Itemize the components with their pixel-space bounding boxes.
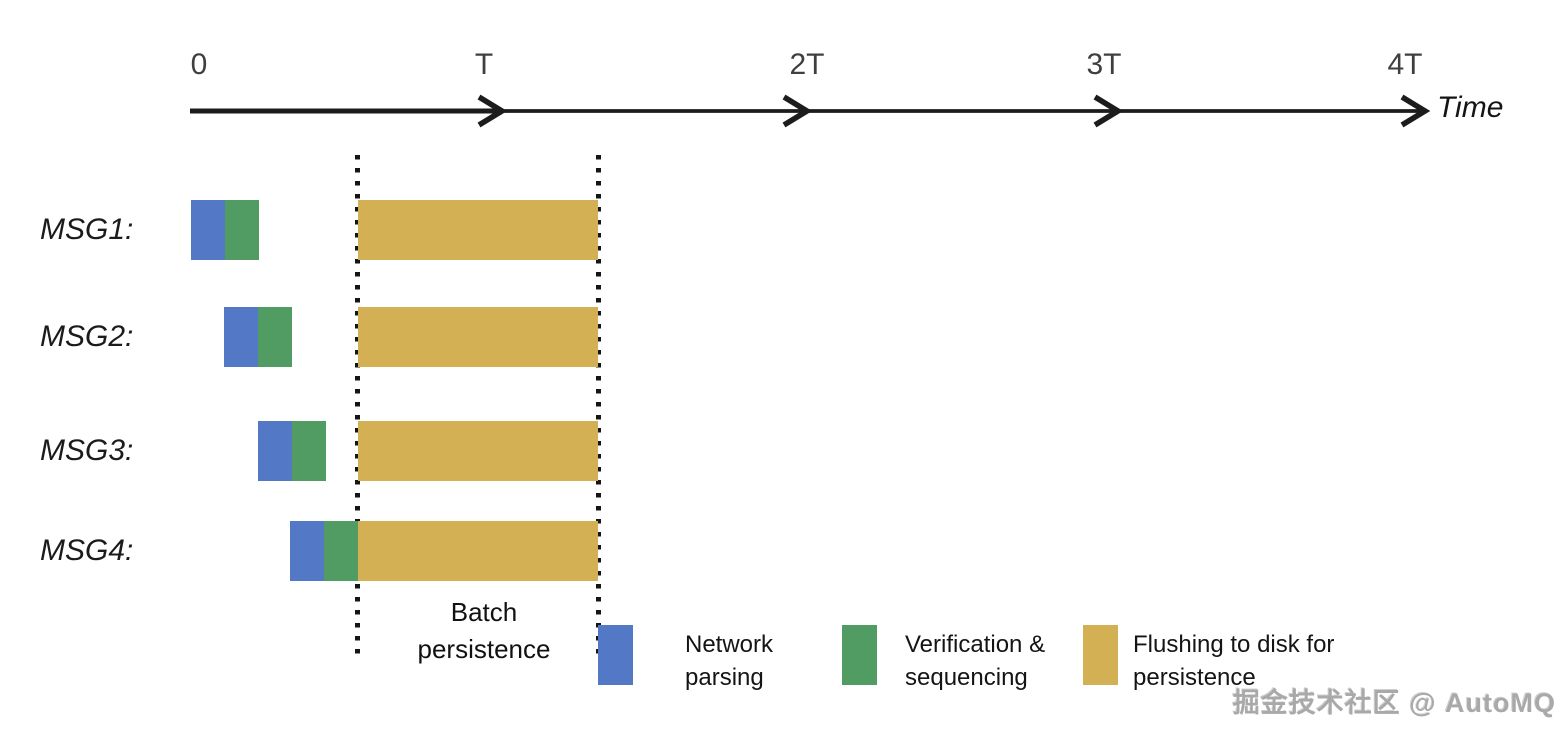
batch-persistence-line1: Batch xyxy=(450,597,518,627)
axis-tick-0: 0 xyxy=(190,48,208,81)
batch-window-right-boundary xyxy=(596,155,601,659)
row-msg4: MSG4: xyxy=(0,521,1562,581)
arrowhead-2t xyxy=(782,94,813,128)
msg4-label: MSG4: xyxy=(40,534,134,567)
arrowhead-3t xyxy=(1093,94,1124,128)
axis-label-time: Time xyxy=(1437,91,1504,124)
msg4-verification-bar xyxy=(324,521,358,581)
legend-label-network-parsing: Network parsing xyxy=(685,631,774,691)
watermark: 掘金技术社区 @ AutoMQ xyxy=(1232,688,1556,718)
axis-tick-4t: 4T xyxy=(1387,48,1423,81)
row-msg3: MSG3: xyxy=(0,421,1562,481)
axis-tick-3t: 3T xyxy=(1086,48,1122,81)
axis-tick-t: T xyxy=(474,48,494,81)
row-msg1: MSG1: xyxy=(0,200,1562,260)
legend-swatch-flushing-to-disk xyxy=(1083,625,1118,685)
legend-swatch-verification-sequencing xyxy=(842,625,877,685)
msg3-network-parsing-bar xyxy=(258,421,292,481)
msg2-verification-bar xyxy=(258,307,292,367)
legend-label-flushing-to-disk: Flushing to disk for persistence xyxy=(1133,631,1335,691)
legend-label-verification-sequencing: Verification & sequencing xyxy=(905,631,1046,691)
msg2-label: MSG2: xyxy=(40,320,134,353)
msg3-verification-bar xyxy=(292,421,326,481)
batch-persistence-label: Batch persistence xyxy=(364,594,604,668)
msg3-label: MSG3: xyxy=(40,434,134,467)
arrowhead-4t xyxy=(1400,94,1431,128)
msg1-verification-bar xyxy=(225,200,259,260)
msg2-network-parsing-bar xyxy=(224,307,258,367)
batch-window-left-boundary xyxy=(355,155,360,659)
row-msg2: MSG2: xyxy=(0,307,1562,367)
legend-swatch-network-parsing xyxy=(598,625,633,685)
msg1-network-parsing-bar xyxy=(191,200,225,260)
msg1-flush-bar xyxy=(358,200,598,260)
msg4-network-parsing-bar xyxy=(290,521,324,581)
batch-persistence-line2: persistence xyxy=(417,634,551,664)
msg1-label: MSG1: xyxy=(40,213,134,246)
axis-tick-2t: 2T xyxy=(789,48,825,81)
arrowhead-t xyxy=(477,94,508,128)
msg2-flush-bar xyxy=(358,307,598,367)
msg4-flush-bar xyxy=(358,521,598,581)
time-axis-arrow xyxy=(190,94,1431,128)
msg3-flush-bar xyxy=(358,421,598,481)
